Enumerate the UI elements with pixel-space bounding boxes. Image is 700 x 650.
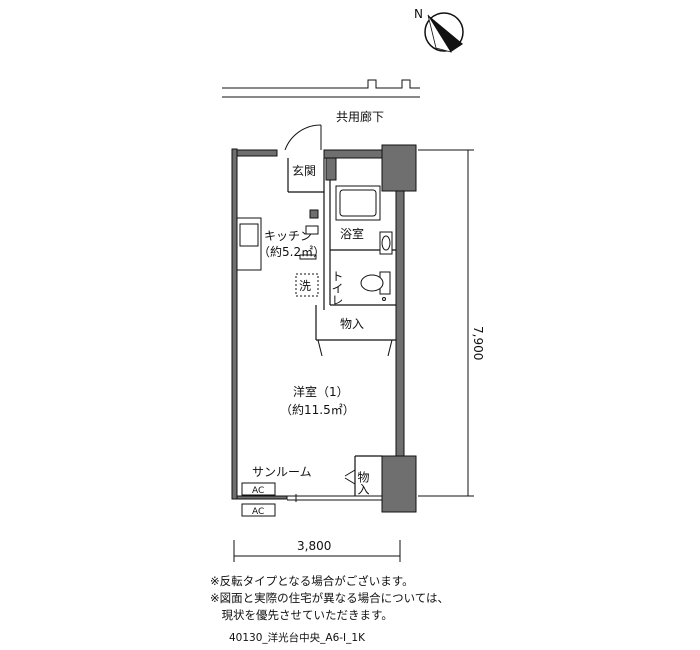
note-line-1: ※反転タイプとなる場合がございます。: [210, 574, 414, 588]
toilet-label: トイレ: [330, 270, 344, 306]
western-room-area-label: （約11.5㎡）: [280, 402, 355, 417]
depth-dimension-label: 7,900: [471, 326, 485, 360]
kitchen-fixtures: [299, 225, 319, 260]
outer-walls: [231, 144, 417, 513]
wall-stubs: [309, 157, 337, 219]
note-line-2: ※図面と実際の住宅が異なる場合については、: [210, 591, 450, 605]
corridor-label: 共用廊下: [336, 109, 384, 124]
plan-code: 40130_洋光台中央_A6-I_1K: [229, 632, 365, 644]
depth-dimension-line: [418, 149, 474, 497]
storage-top-label: 物入: [340, 317, 364, 331]
kitchen-counter: [236, 217, 262, 271]
kitchen-area-label: （約5.2㎡）: [258, 244, 325, 259]
north-compass-icon: N: [414, 7, 464, 53]
bath-label: 浴室: [340, 226, 364, 241]
ac-lower-label: AC: [252, 507, 264, 517]
washbasin: [379, 231, 393, 255]
width-dimension-label: 3,800: [297, 539, 331, 553]
closet-doors: [317, 339, 393, 485]
entrance-label: 玄関: [292, 163, 316, 178]
ac-upper-label: AC: [252, 486, 264, 496]
entrance-door: [284, 124, 322, 151]
washer-label: 洗: [299, 279, 311, 293]
ac-units: [241, 482, 276, 517]
note-line-3: 現状を優先させていただきます。: [210, 608, 393, 622]
width-dimension-line: [233, 540, 401, 562]
toilet-icon: [360, 271, 391, 301]
sunroom-label: サンルーム: [252, 465, 312, 479]
interior-walls: [287, 158, 396, 496]
kitchen-label: キッチン: [264, 229, 312, 243]
storage-bottom-label: 物入: [356, 471, 370, 495]
svg-text:N: N: [414, 7, 423, 21]
western-room-label: 洋室（1）: [293, 384, 349, 399]
bathtub: [335, 185, 381, 221]
corridor-wall: [222, 79, 420, 98]
washer-area: [295, 273, 319, 297]
sliding-window: [287, 494, 382, 502]
